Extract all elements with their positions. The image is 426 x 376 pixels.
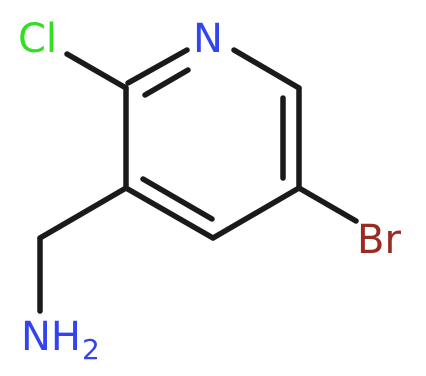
bond-c3-ch2 xyxy=(37,185,129,241)
chlorine-atom-label: Cl xyxy=(18,16,57,62)
nitrogen-atom-label: N xyxy=(193,16,223,62)
bond-c5-br xyxy=(296,185,359,224)
amine-subscript: 2 xyxy=(82,333,100,366)
bond-c2-cl xyxy=(64,51,129,91)
bond-c4-c3-inner xyxy=(140,176,215,222)
bond-c2-n1-inner xyxy=(142,67,191,98)
amine-atom-label: NH xyxy=(21,314,81,360)
bond-c4-c3 xyxy=(123,185,216,241)
bond-n1-c6 xyxy=(231,47,302,91)
bromine-atom-label: Br xyxy=(357,217,401,263)
bond-c2-n1 xyxy=(125,47,190,86)
bond-c5-c4 xyxy=(210,185,302,241)
